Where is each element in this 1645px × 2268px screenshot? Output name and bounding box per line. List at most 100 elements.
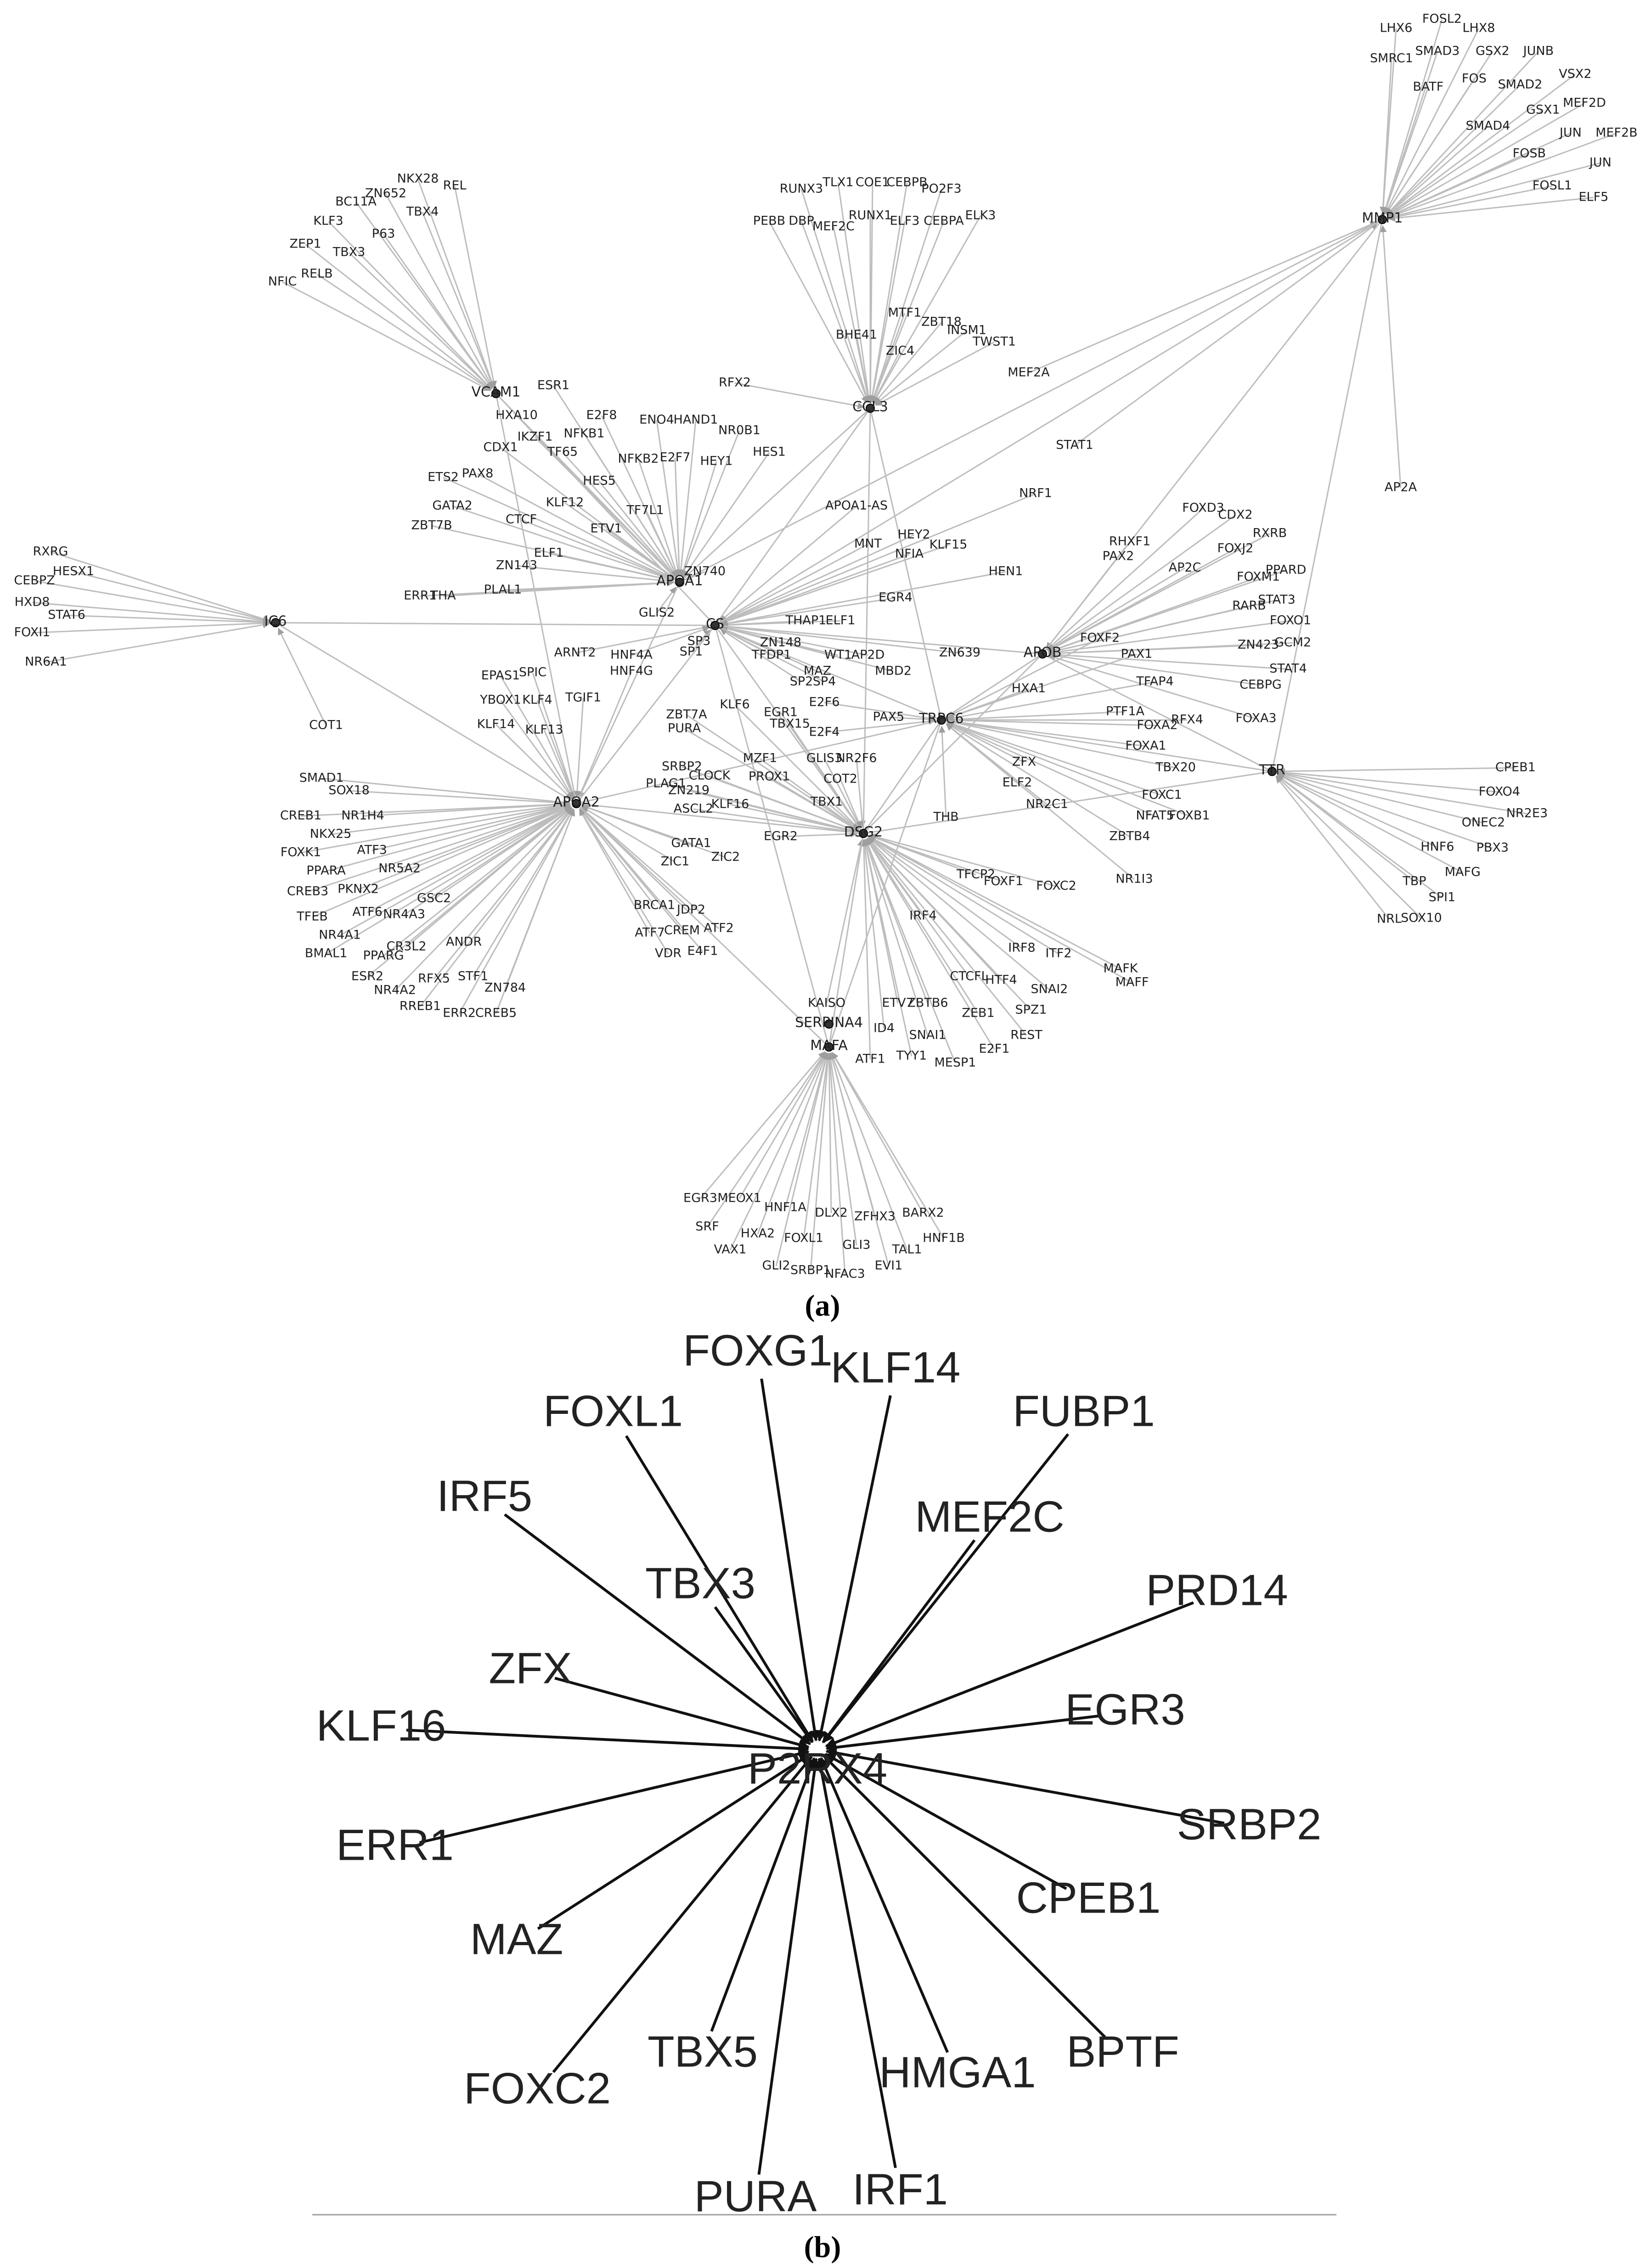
node-label: PKNX2 (338, 882, 379, 896)
edge-hmga1-to-p2rx4 (820, 1757, 949, 2053)
node-label: CREB3 (287, 884, 328, 899)
edge-gli3-to-mafa (827, 1052, 857, 1246)
node-label: NR1H4 (341, 809, 384, 823)
node-label: TFDP1 (751, 648, 791, 662)
edge-rfx2-to-ccl3 (734, 382, 865, 410)
edge-ybox1-to-apoa2 (500, 700, 573, 799)
edge-prd14-to-p2rx4 (825, 1601, 1194, 1748)
edge-tf7l1-to-apoa1 (644, 510, 678, 577)
edge-nr2f6-to-dsg2 (856, 758, 866, 828)
edge-srbp2-to-p2rx4 (825, 1747, 1225, 1825)
edge-stat4-to-apob (1048, 651, 1289, 670)
node-label: PURA (694, 2172, 817, 2221)
edge-rest-to-dsg2 (867, 838, 1027, 1036)
edge-foxl1-to-p2rx4 (625, 1435, 814, 1743)
edge-sox18-to-apoa2 (349, 790, 571, 806)
edge-eno4-to-apoa1 (656, 420, 682, 577)
node-label: HAND1 (674, 413, 718, 427)
node-label: FOSL2 (1422, 12, 1462, 26)
hub-edge-apoa1-vcam1 (495, 393, 681, 583)
edge-pax5-to-trpc6 (888, 716, 936, 723)
hub-edge-apoa1-mmp1 (679, 219, 1383, 583)
node-label: CDX2 (1218, 508, 1252, 522)
edge-ctcfl-to-dsg2 (867, 838, 970, 977)
hub-label: TRPC6 (918, 711, 963, 727)
node-label: TYY1 (896, 1049, 927, 1063)
node-label: ZIC2 (711, 850, 740, 864)
node-label: HEY1 (700, 454, 732, 468)
node-label: TFEB (296, 910, 328, 924)
node-label: HEN1 (989, 564, 1023, 579)
node-label: HNF1B (923, 1231, 965, 1245)
edge-insm1-to-ccl3 (874, 330, 967, 405)
node-label: ZN740 (684, 564, 726, 579)
edge-mesp1-to-dsg2 (865, 839, 956, 1064)
node-label: SP3 (687, 634, 711, 648)
edge-zep1-to-vcam1 (305, 243, 492, 390)
node-label: ZN652 (365, 186, 406, 201)
edge-nr4a1-to-apoa2 (339, 806, 572, 936)
edge-mnt-to-cs (720, 543, 868, 623)
edge-hen1-to-cs (721, 571, 1006, 627)
node-label: VDR (655, 946, 682, 961)
edge-rxrg-to-ic6 (50, 551, 270, 622)
edge-zn639-to-cs (721, 623, 960, 654)
node-label: CPEB1 (1016, 1873, 1161, 1922)
edge-pknx2-to-apoa2 (358, 805, 571, 890)
node-label: FOXD3 (1182, 501, 1224, 515)
edge-cpeb1-to-ttr (1278, 767, 1516, 775)
node-label: BPTF (1066, 2027, 1179, 2076)
node-label: TBX1 (810, 795, 843, 809)
edge-irf5-to-p2rx4 (504, 1513, 811, 1745)
hub-edge-dsg2-apob (862, 653, 1043, 834)
edge-srf-to-mafa (706, 1052, 826, 1227)
node-label: IKZF1 (518, 430, 553, 444)
node-label: BRCA1 (634, 898, 675, 912)
node-label: LHX6 (1380, 21, 1412, 35)
node-label: MEF2B (1595, 126, 1638, 140)
edge-spz1-to-dsg2 (867, 838, 1032, 1011)
edge-tyy1-to-dsg2 (862, 839, 913, 1057)
edge-nrl-to-ttr (1275, 776, 1390, 920)
edge-hey2-to-cs (720, 534, 914, 624)
edge-zic1-to-apoa2 (581, 806, 676, 863)
edge-gli2-to-mafa (775, 1052, 829, 1266)
edge-clock-to-dsg2 (709, 775, 858, 833)
edge-zn219-to-dsg2 (688, 790, 858, 834)
node-label: ZIC1 (661, 855, 690, 869)
edge-ptf1a-to-trpc6 (947, 711, 1126, 723)
node-label: PBX3 (1476, 841, 1509, 855)
edge-hxa2-to-mafa (757, 1052, 828, 1234)
hub-node-mafa (824, 1042, 834, 1052)
node-label: SP2 (790, 675, 813, 689)
node-label: KLF3 (313, 214, 343, 228)
node-label: FOXK1 (281, 845, 321, 860)
node-label: ZN784 (484, 981, 526, 995)
edge-bhe41-to-ccl3 (856, 335, 872, 403)
hub-node-vcam1 (491, 389, 501, 398)
node-label: CDX1 (483, 440, 518, 455)
edge-zeb1-to-dsg2 (866, 838, 979, 1014)
edge-ets2-to-apoa1 (443, 477, 675, 580)
node-label: ZEP1 (289, 237, 321, 251)
edge-foxi1-to-ic6 (32, 619, 270, 634)
node-label: MBD2 (875, 664, 912, 678)
node-label: ESR2 (351, 969, 383, 984)
node-label: SRBP1 (790, 1263, 831, 1278)
node-label: NR2F6 (836, 751, 877, 765)
edge-sp1-to-cs (690, 630, 711, 653)
node-label: RARB (1232, 599, 1266, 613)
node-label: PTF1A (1106, 704, 1144, 719)
node-label: FOXC2 (1036, 879, 1076, 893)
node-label: TAL1 (891, 1243, 922, 1257)
node-label: RUNX3 (780, 182, 823, 196)
edge-brca1-to-apoa2 (580, 808, 655, 906)
edge-zn423-to-apob (1048, 644, 1259, 657)
edge-hesx1-to-ic6 (73, 571, 270, 623)
node-label: ELF2 (1003, 776, 1032, 790)
node-label: RHXF1 (1109, 535, 1150, 549)
edge-foxc1-to-trpc6 (946, 720, 1162, 796)
node-label: PAX2 (1103, 549, 1134, 563)
